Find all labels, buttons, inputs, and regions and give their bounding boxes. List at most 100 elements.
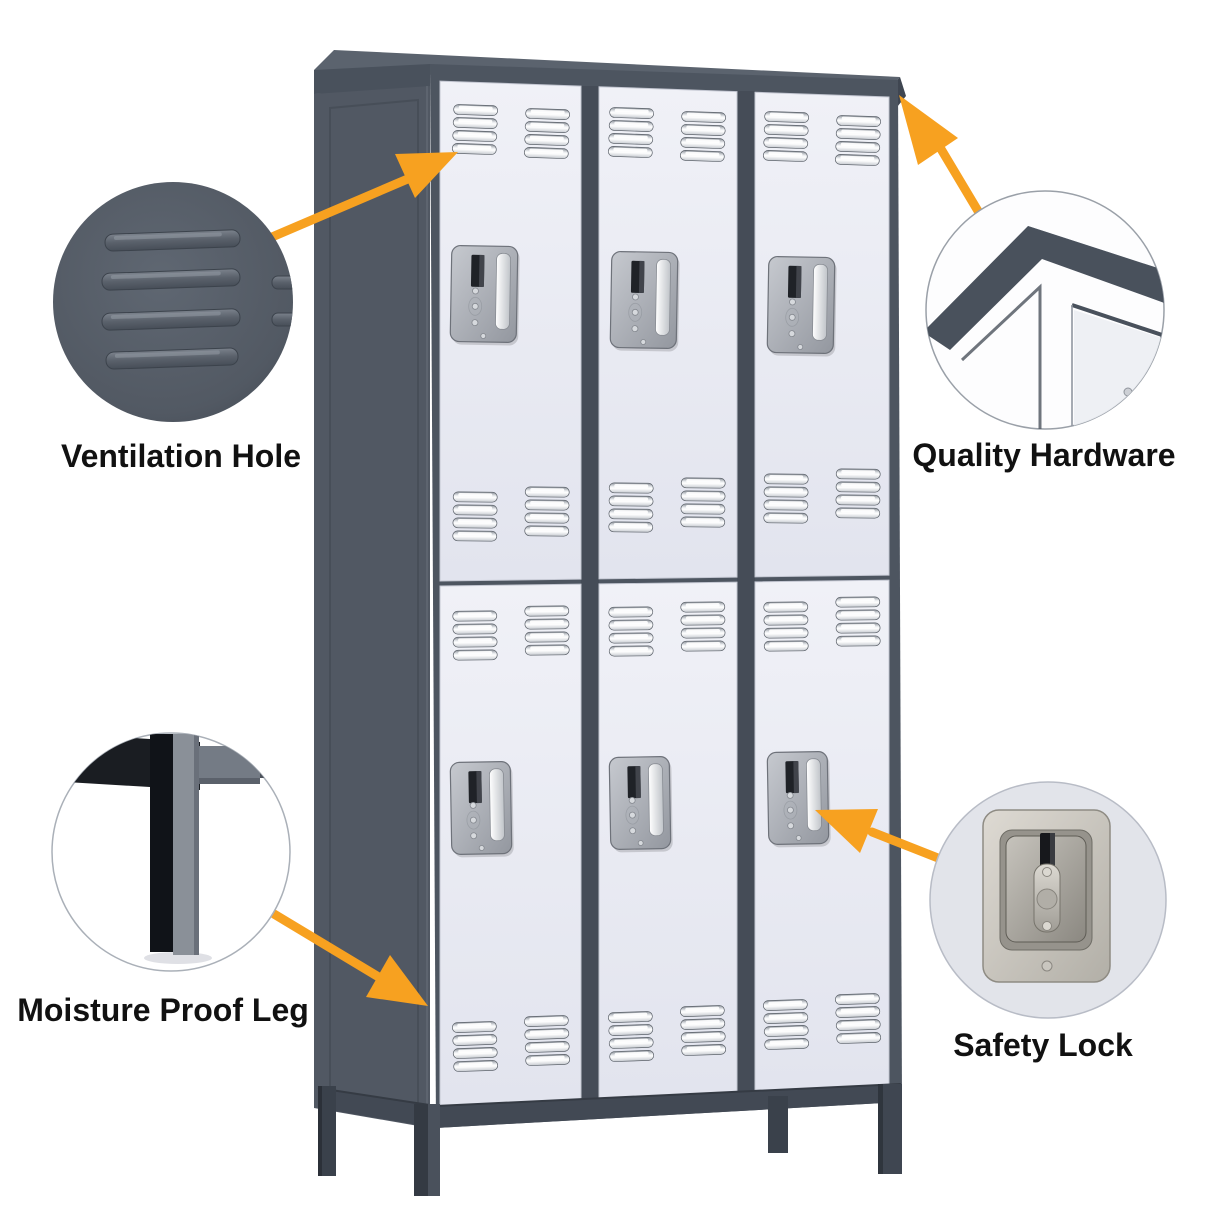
vent-slat-highlight [686, 492, 721, 496]
vent-slat-highlight [457, 131, 492, 137]
vent-slat-highlight [613, 1025, 648, 1031]
vent-slat-highlight [769, 475, 804, 479]
vent-slat-highlight [530, 109, 565, 115]
safety-lock-callout: Safety Lock [929, 781, 1167, 1063]
locker-doors [439, 80, 890, 1108]
locker-cabinet [314, 50, 906, 1196]
vent-slat-highlight [685, 151, 720, 157]
door-handle [655, 258, 672, 336]
vent-slat-highlight [840, 155, 875, 161]
locker-door-upper-2 [598, 86, 738, 580]
locker-door-lower-3 [754, 579, 890, 1093]
vent-slat-highlight [613, 510, 648, 514]
vent-cluster [762, 111, 810, 162]
vent-cluster [680, 477, 726, 528]
vent-slat-highlight [458, 506, 493, 510]
vent-slat-highlight [768, 616, 803, 620]
door-lock-plate [609, 250, 680, 352]
screw [470, 832, 478, 840]
vent-slat-highlight [614, 1038, 649, 1044]
vent-slat-highlight [458, 118, 493, 124]
ventilation-callout: Ventilation Hole [53, 182, 301, 474]
locker-door-lower-1 [439, 583, 582, 1108]
vent-slat-highlight [614, 484, 649, 488]
vent-slat-highlight [840, 509, 875, 513]
vent-cluster [452, 610, 498, 661]
t-handle-lock-icon [982, 809, 1111, 983]
locker-leg-back-left [318, 1086, 336, 1176]
vent-slat-highlight [613, 1012, 648, 1018]
ventilation-louvers-icon [101, 229, 293, 370]
vent-slat-highlight [686, 125, 721, 131]
screw [472, 287, 479, 295]
door-handle [489, 768, 505, 842]
door-handle [806, 758, 822, 832]
screw [629, 811, 636, 819]
vent-slat-highlight [686, 629, 721, 633]
base-rail [318, 1084, 901, 1128]
vent-slat-highlight [841, 116, 876, 122]
door-lock-plate [449, 761, 514, 858]
vent-slat-highlight [614, 634, 649, 638]
side-panel [314, 86, 430, 1128]
vent-cluster [451, 104, 499, 155]
moisture-proof-leg-label: Moisture Proof Leg [17, 992, 309, 1028]
vent-slat-highlight [457, 1022, 492, 1028]
door-lock-plate [766, 255, 837, 357]
vent-cluster [452, 491, 498, 542]
moisture-leg-callout: Moisture Proof Leg [17, 732, 309, 1028]
vent-cluster [835, 596, 881, 647]
vent-slat-highlight [768, 138, 803, 144]
vent-slat-highlight [840, 496, 875, 500]
vent-slat-highlight [529, 527, 564, 531]
vent-slat-highlight [841, 129, 876, 135]
vent-slat-highlight [458, 651, 493, 655]
locker-leg-back-left-shade [318, 1086, 322, 1176]
vent-slat-highlight [613, 523, 648, 527]
vent-slat-highlight [457, 532, 492, 536]
vent-slat-highlight [768, 514, 803, 518]
vent-slat-highlight [768, 501, 803, 505]
vent-slat-highlight [614, 121, 649, 127]
locker-leg-front-left-face [428, 1104, 440, 1196]
vent-cluster [523, 108, 571, 159]
screw [787, 806, 794, 814]
vent-cluster [607, 107, 655, 158]
vent-slat-highlight [686, 479, 721, 483]
vent-slat-highlight [457, 1035, 492, 1041]
screw [640, 339, 647, 345]
vent-slat-highlight [529, 514, 564, 518]
vent-cluster [679, 1005, 727, 1056]
ventilation-arrow [267, 152, 458, 242]
vent-slat-highlight [685, 1019, 720, 1025]
vent-slat-highlight [530, 501, 565, 505]
vent-slat-highlight [530, 646, 565, 650]
vent-slat-highlight [458, 105, 493, 111]
vent-slat-highlight [457, 519, 492, 523]
vent-slat-highlight [769, 125, 804, 131]
vent-slat-highlight [613, 608, 648, 612]
vent-slat-highlight [769, 629, 804, 633]
vent-slat-highlight [686, 1032, 721, 1038]
vent-cluster [680, 601, 726, 652]
vent-slat-highlight [614, 1051, 649, 1057]
vent-slat-highlight [841, 624, 876, 628]
vent-slat-highlight [530, 1042, 565, 1048]
door-handle [812, 263, 829, 341]
vent-slat-highlight [529, 135, 564, 141]
locker-legs [318, 1084, 902, 1196]
screw [788, 330, 796, 338]
vent-slat-highlight [840, 994, 875, 1000]
screw [470, 816, 477, 824]
screw [471, 302, 479, 310]
vent-slat-highlight [768, 1013, 803, 1019]
vent-slat-highlight [686, 1045, 721, 1051]
vent-slat-highlight [769, 112, 804, 118]
vent-cluster [679, 111, 727, 162]
screw [788, 313, 796, 321]
door-lock-plate [449, 244, 520, 346]
screw [786, 791, 794, 799]
vent-slat-highlight [613, 134, 648, 140]
vent-slat-highlight [685, 616, 720, 620]
vent-slat-highlight [685, 138, 720, 144]
